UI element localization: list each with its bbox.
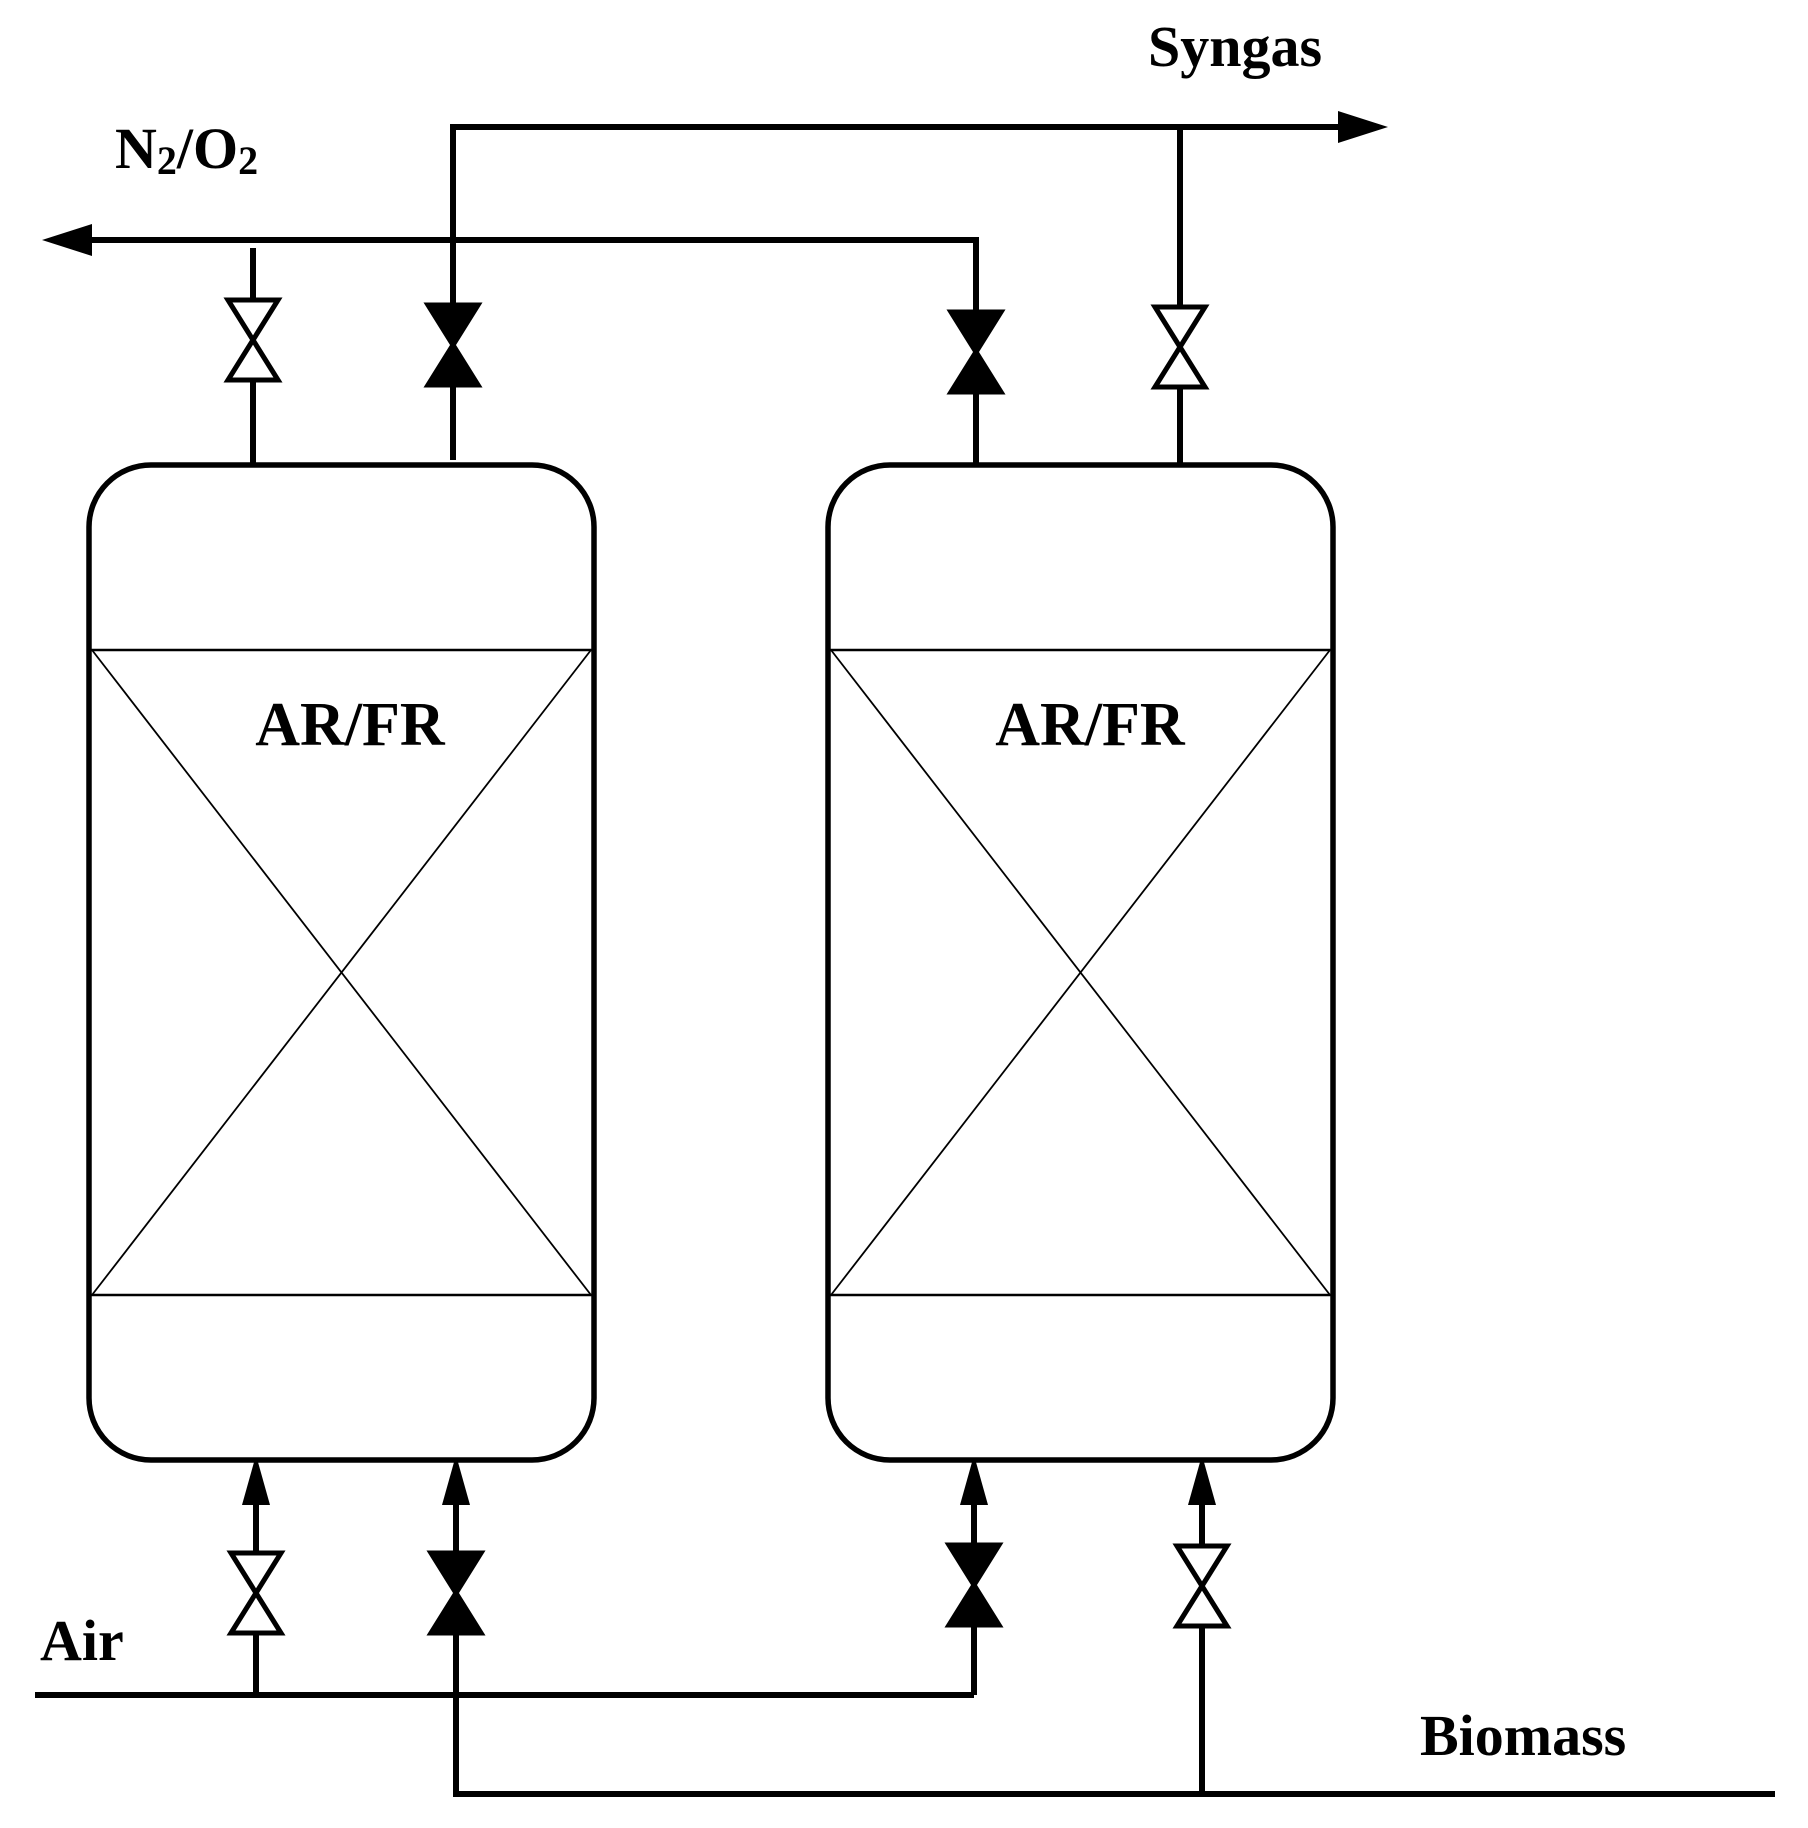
air-label: Air (40, 1608, 124, 1673)
reactor-left-label: AR/FR (255, 691, 446, 759)
left-biomass-arrow-icon (442, 1455, 470, 1505)
valve-left-bottom-outer-icon (226, 1550, 286, 1636)
n2o2-label-n: N (115, 116, 157, 181)
valve-right-bottom-outer-icon (1172, 1543, 1232, 1629)
valve-right-top-inner-icon (946, 309, 1006, 395)
reactor-right-label: AR/FR (995, 691, 1186, 759)
syngas-pipe (450, 124, 1345, 460)
reactor-left-bed-diagonal-2 (91, 649, 592, 1296)
right-biomass-arrow-icon (1188, 1455, 1216, 1505)
n2o2-arrow-icon (42, 224, 92, 256)
reactor-right-bed-diagonal-2 (830, 649, 1331, 1296)
syngas-label: Syngas (1148, 14, 1322, 79)
syngas-arrow-icon (1338, 111, 1388, 143)
n2o2-label-o-sub: 2 (238, 138, 258, 183)
valve-left-top-inner-icon (423, 302, 483, 388)
reactor-right: AR/FR (825, 462, 1336, 1463)
right-air-arrow-icon (960, 1455, 988, 1505)
biomass-label: Biomass (1420, 1703, 1626, 1768)
valve-right-bottom-inner-icon (944, 1542, 1004, 1628)
valve-left-bottom-inner-icon (426, 1550, 486, 1636)
reactor-left-shell (86, 462, 597, 1463)
n2o2-label-n-sub: 2 (157, 138, 177, 183)
valve-right-top-outer-icon (1150, 304, 1210, 390)
valve-left-top-outer-icon (223, 297, 283, 383)
n2o2-pipe (85, 237, 979, 465)
left-air-arrow-icon (242, 1455, 270, 1505)
n2o2-label: N2/O2 (115, 116, 258, 183)
reactor-right-shell (825, 462, 1336, 1463)
n2o2-label-slash-o: /O (176, 116, 238, 181)
reactor-left: AR/FR (86, 462, 597, 1463)
